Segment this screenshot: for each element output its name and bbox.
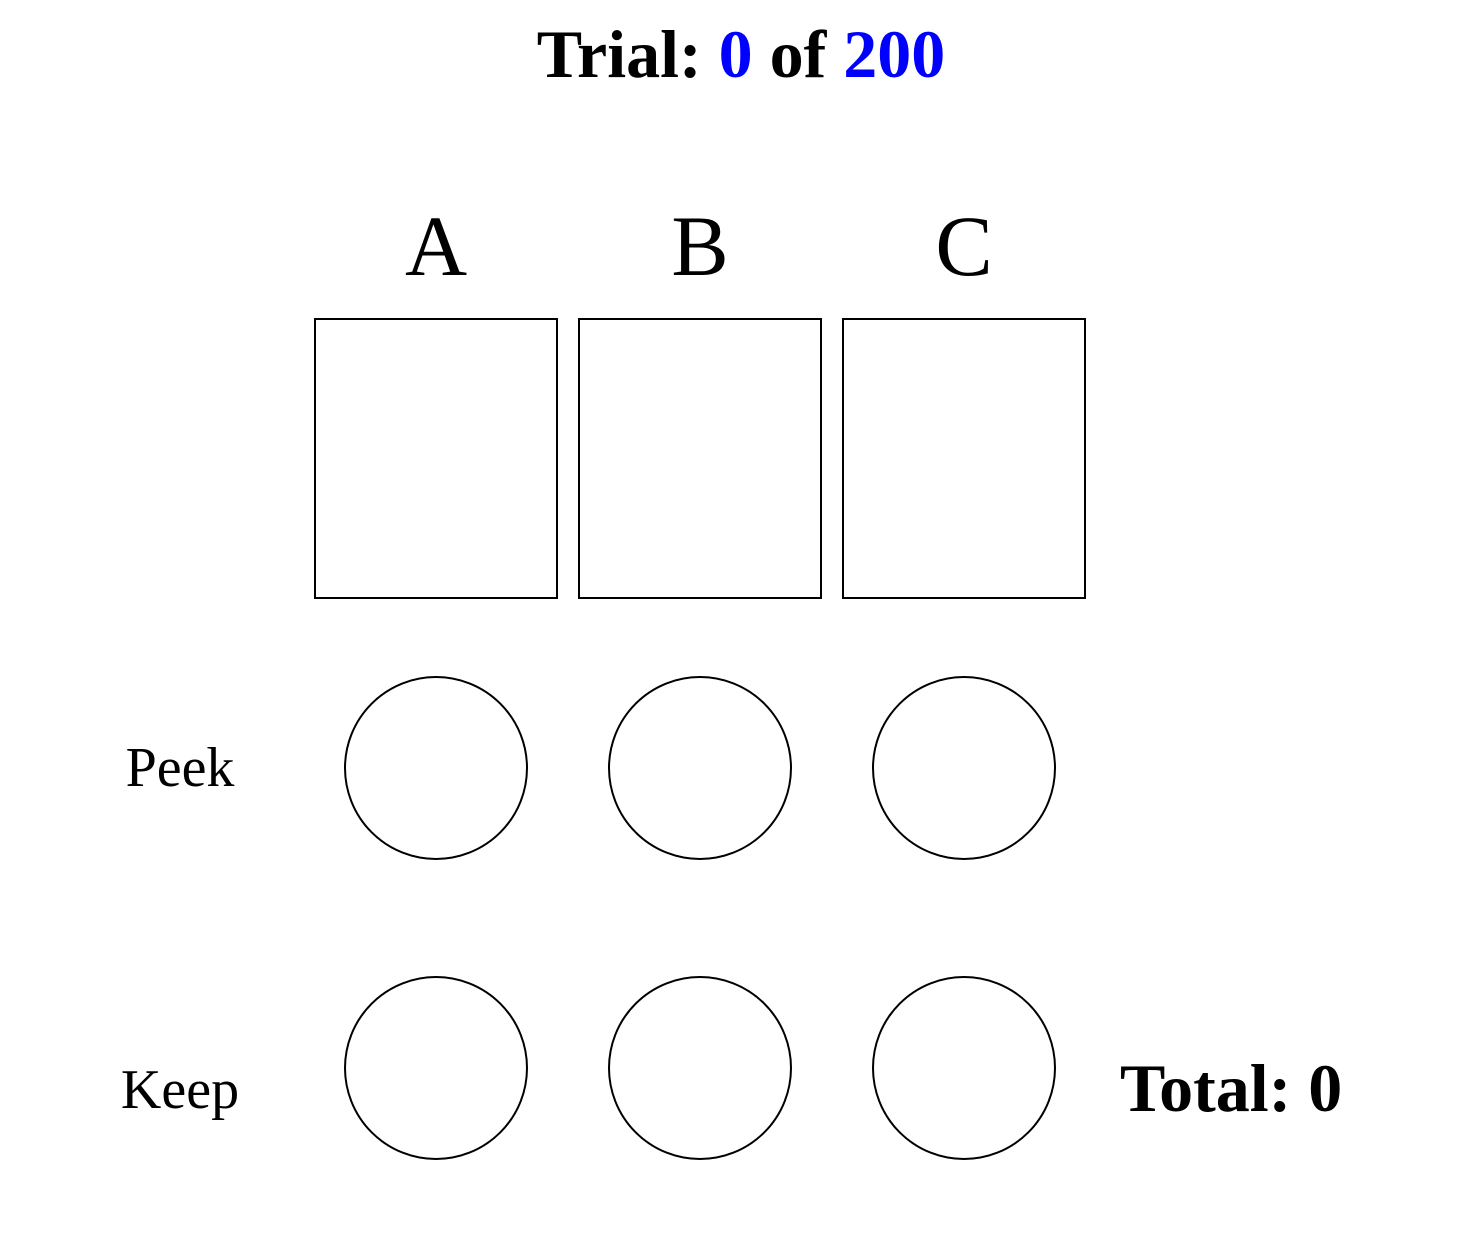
column-label-b: B (671, 198, 729, 294)
total-value: 0 (1308, 1050, 1343, 1126)
keep-button-b[interactable] (608, 976, 792, 1160)
total-score: Total: 0 (1120, 1048, 1420, 1128)
peek-row-label: Peek (125, 737, 235, 799)
peek-button-b[interactable] (608, 676, 792, 860)
card-b[interactable] (578, 318, 822, 599)
column-label-c: C (935, 198, 993, 294)
peek-button-a[interactable] (344, 676, 528, 860)
total-label: Total: (1120, 1050, 1292, 1126)
card-a[interactable] (314, 318, 558, 599)
peek-button-c[interactable] (872, 676, 1056, 860)
trial-counter: Trial: 0 of 200 (0, 14, 1482, 94)
keep-button-a[interactable] (344, 976, 528, 1160)
trial-total: 200 (843, 16, 946, 92)
keep-row-label: Keep (120, 1059, 240, 1121)
column-label-a: A (404, 198, 468, 294)
card-c[interactable] (842, 318, 1086, 599)
keep-button-c[interactable] (872, 976, 1056, 1160)
trial-current: 0 (718, 16, 753, 92)
trial-of-label: of (769, 16, 827, 92)
trial-label: Trial: (536, 16, 702, 92)
